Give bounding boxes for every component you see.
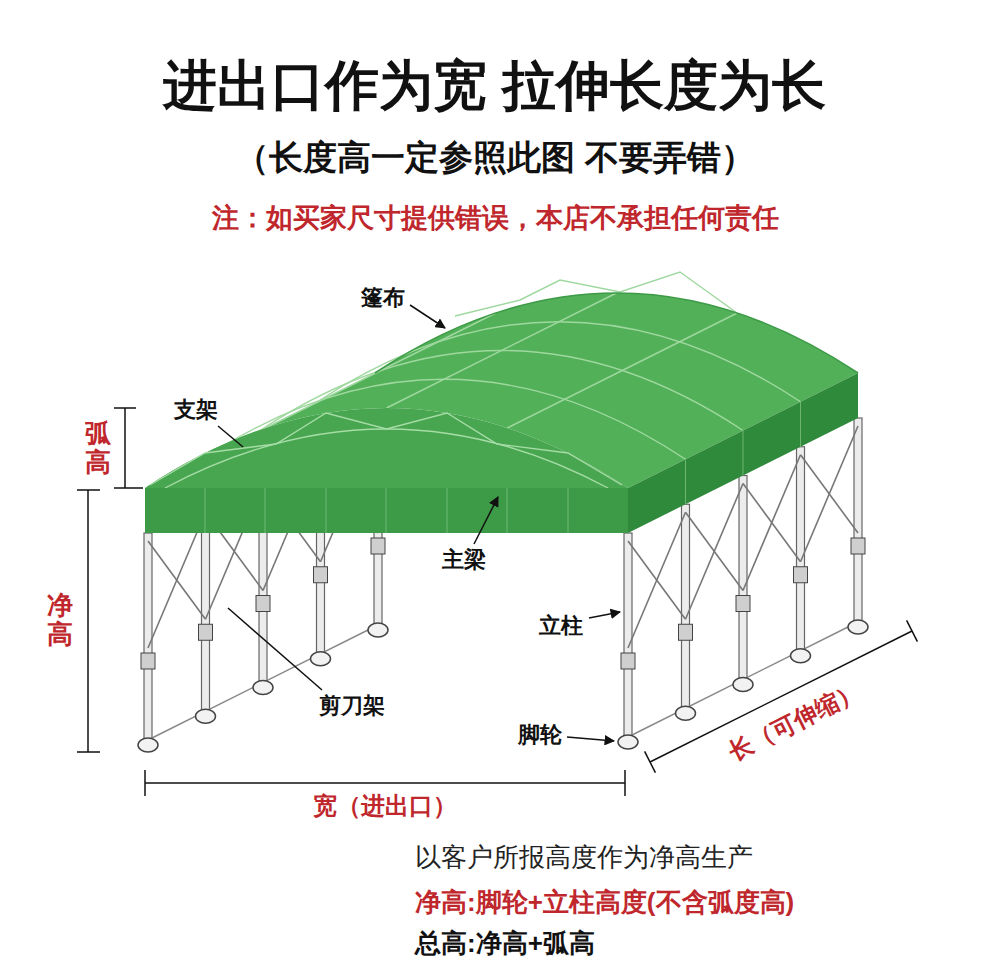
warning-note: 注：如买家尺寸提供错误，本店不承担任何责任 [212, 202, 779, 234]
caster-wheel [368, 623, 388, 637]
leader-line [589, 612, 620, 618]
column-sleeve [736, 596, 750, 612]
column [739, 476, 747, 685]
caster-wheel [791, 649, 811, 663]
note-text: 以客户所报高度作为净高生产 [415, 842, 753, 873]
scissor-frame [686, 484, 744, 620]
caster-wheel [733, 678, 753, 692]
roof-frame [507, 313, 737, 428]
caster-wheel [311, 652, 331, 666]
dimension-line [124, 408, 126, 488]
dimension-line [907, 620, 918, 641]
column-sleeve [256, 596, 270, 612]
roof-frame [150, 413, 622, 485]
subtitle: （长度高一定参照此图 不要弄错） [235, 137, 754, 178]
scissor-frame [801, 426, 859, 562]
dimension-line [114, 407, 136, 409]
note-text: 净高:脚轮+立柱高度(不含弧度高) [415, 887, 794, 918]
roof-frame [326, 488, 327, 533]
roof-frame [150, 413, 622, 488]
part-label: 主梁 [442, 547, 486, 573]
column-sleeve [314, 567, 328, 583]
dimension-line [87, 490, 89, 752]
column [797, 447, 805, 656]
page-title: 进出口作为宽 拉伸长度为长 [163, 53, 826, 118]
dimension-label: 长（可伸缩） [724, 677, 866, 767]
column-sleeve [851, 538, 865, 554]
column [202, 504, 210, 716]
roof-frame [318, 322, 801, 402]
column-sleeve [371, 538, 385, 554]
column-sleeve [621, 653, 635, 669]
scissor-frame [628, 512, 686, 648]
dimension-line [624, 770, 626, 796]
roof-frame [507, 488, 508, 533]
dimension-line [114, 487, 143, 489]
leader-line [218, 305, 620, 741]
caster-wheel [848, 620, 868, 634]
bottom-rail [148, 622, 858, 740]
column-sleeve [794, 567, 808, 583]
dimension-label: 净高 [47, 591, 73, 648]
caster-wheel [253, 681, 273, 695]
leader-line [474, 497, 498, 544]
caster-wheel [618, 735, 638, 749]
dimension-line [145, 782, 625, 784]
dimension-label: 弧高 [85, 419, 111, 476]
leader-line [228, 608, 322, 690]
bottom-rail [148, 625, 378, 740]
column [854, 418, 862, 627]
dimension-line [77, 751, 100, 753]
column [624, 533, 632, 742]
roof-frame [205, 402, 801, 533]
dimension-line [77, 408, 917, 796]
roof-frame [685, 459, 686, 504]
roof-frame [386, 488, 387, 533]
note-text: 总高:净高+弧高 [415, 928, 595, 959]
column-sleeve [141, 653, 155, 669]
dimension-line [77, 489, 100, 491]
part-label: 支架 [174, 397, 218, 423]
roof-frame [568, 488, 569, 533]
roof-frame [743, 431, 744, 476]
column [682, 504, 690, 713]
roof-back-edge [375, 293, 858, 373]
roof-frame [447, 488, 448, 533]
column-sleeve [199, 624, 213, 640]
leader-line [218, 426, 243, 447]
part-label: 剪刀架 [319, 693, 385, 719]
dimension-label: 宽（进出口） [313, 792, 457, 821]
caster-wheel [196, 709, 216, 723]
part-label: 篷布 [361, 285, 405, 311]
roof-side [628, 373, 858, 533]
dimension-line [645, 751, 656, 772]
roof-frame [205, 488, 206, 533]
main-beam [145, 488, 628, 533]
part-label: 立柱 [539, 613, 583, 639]
caster-wheel [676, 706, 696, 720]
column-sleeve [679, 624, 693, 640]
column [144, 533, 152, 745]
roof-frame [800, 402, 801, 447]
column-sleeve [141, 538, 865, 669]
leader-line [567, 737, 614, 741]
dimension-line [144, 770, 146, 796]
leader-line [410, 305, 445, 328]
scissor-frame [743, 455, 801, 591]
roof-frame [265, 488, 266, 533]
caster-wheel [138, 738, 158, 752]
part-label: 脚轮 [518, 722, 562, 748]
